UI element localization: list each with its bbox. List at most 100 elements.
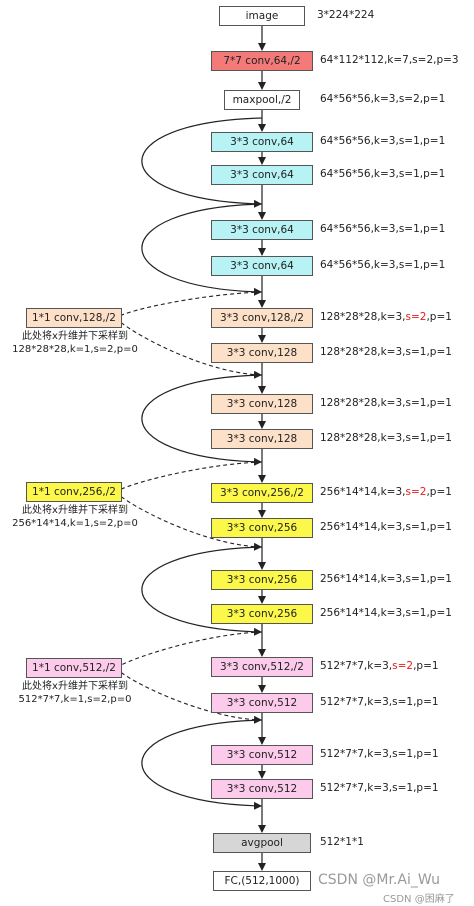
layer-spec-tail: ,p=1 [426, 311, 452, 323]
layer-spec: 256*14*14,k=3,s=1,p=1 [320, 607, 452, 619]
layer-spec: 512*7*7,k=3,s=2,p=1 [320, 660, 439, 672]
layer-spec-text: 256*14*14,k=3,s=1,p=1 [320, 607, 452, 619]
layer-spec-text: 64*56*56,k=3,s=1,p=1 [320, 135, 446, 147]
layer-label: 3*3 conv,64 [230, 169, 294, 181]
layer-label: 3*3 conv,512 [226, 749, 298, 761]
layer-spec-text: 64*56*56,k=3,s=1,p=1 [320, 168, 446, 180]
layer-spec-text: 512*7*7,k=3,s=1,p=1 [320, 696, 439, 708]
shortcut-conv-box: 1*1 conv,256,/2 [26, 482, 122, 502]
layer-spec: 512*1*1 [320, 836, 364, 848]
layer-label: avgpool [241, 837, 283, 849]
shortcut-note-line2: 512*7*7,k=1,s=2,p=0 [18, 694, 132, 705]
image-input-box: image [219, 6, 305, 26]
layer-spec: 128*28*28,k=3,s=1,p=1 [320, 432, 452, 444]
layer-spec-tail: ,p=1 [413, 660, 439, 672]
identity-shortcut-curve [141, 203, 263, 296]
layer-label: image [245, 10, 279, 22]
layer-spec: 512*7*7,k=3,s=1,p=1 [320, 696, 439, 708]
layer-box: avgpool [213, 833, 311, 853]
layer-label: 3*3 conv,256 [226, 608, 298, 620]
layer-spec: 128*28*28,k=3,s=1,p=1 [320, 346, 452, 358]
layer-label: 7*7 conv,64,/2 [223, 55, 301, 67]
layer-label: 3*3 conv,64 [230, 260, 294, 272]
layer-label: 3*3 conv,128 [226, 433, 298, 445]
layer-box: 3*3 conv,256 [211, 604, 313, 624]
shortcut-note: 此处将x升维并下采样到 512*7*7,k=1,s=2,p=0 [8, 680, 142, 706]
layer-spec: 256*14*14,k=3,s=2,p=1 [320, 486, 452, 498]
layer-spec: 256*14*14,k=3,s=1,p=1 [320, 573, 452, 585]
identity-shortcut-curve [141, 546, 263, 636]
layer-spec-text: 256*14*14,k=3, [320, 486, 406, 498]
layer-box: 3*3 conv,64 [211, 220, 313, 240]
layer-box: 3*3 conv,512 [211, 745, 313, 765]
connections [115, 26, 266, 871]
layer-box: 3*3 conv,256 [211, 518, 313, 538]
layer-spec-text: 512*7*7,k=3,s=1,p=1 [320, 782, 439, 794]
layer-label: maxpool,/2 [232, 94, 292, 106]
layer-box: 7*7 conv,64,/2 [211, 51, 313, 71]
layer-spec-tail: ,p=1 [426, 486, 452, 498]
layer-spec-text: 64*112*112,k=7,s=2,p=3 [320, 54, 459, 66]
layer-spec-text: 64*56*56,k=3,s=1,p=1 [320, 259, 446, 271]
layer-box: maxpool,/2 [224, 90, 300, 110]
layer-spec-text: 256*14*14,k=3,s=1,p=1 [320, 573, 452, 585]
identity-shortcut-curve [141, 719, 263, 810]
downsample-shortcut-curve [115, 491, 262, 551]
layer-spec-text: 512*1*1 [320, 836, 364, 848]
fc-layer-box: FC,(512,1000) [213, 871, 311, 891]
stride-highlight: s=2 [405, 486, 427, 498]
layer-box: 3*3 conv,512 [211, 693, 313, 713]
layer-label: 3*3 conv,256 [226, 574, 298, 586]
layer-spec: 3*224*224 [317, 9, 374, 21]
shortcut-note-line2: 128*28*28,k=1,s=2,p=0 [12, 344, 138, 355]
layer-spec-text: 128*28*28,k=3,s=1,p=1 [320, 346, 452, 358]
downsample-shortcut-curve [115, 667, 262, 724]
layer-label: 3*3 conv,128,/2 [220, 312, 304, 324]
layer-box: 3*3 conv,128 [211, 343, 313, 363]
identity-shortcut-curve [141, 374, 263, 466]
layer-spec-text: 3*224*224 [317, 9, 375, 21]
layer-box: 3*3 conv,128 [211, 394, 313, 414]
layer-spec-text: 256*14*14,k=3,s=1,p=1 [320, 521, 452, 533]
layer-spec-text: 64*56*56,k=3,s=1,p=1 [320, 223, 446, 235]
layer-box: 3*3 conv,64 [211, 165, 313, 185]
layer-spec: 64*56*56,k=3,s=1,p=1 [320, 135, 445, 147]
layer-label: 3*3 conv,128 [226, 398, 298, 410]
layer-spec: 64*56*56,k=3,s=1,p=1 [320, 259, 445, 271]
layer-label: 3*3 conv,512 [226, 697, 298, 709]
layer-label: 3*3 conv,512,/2 [220, 661, 304, 673]
layer-spec: 64*56*56,k=3,s=2,p=1 [320, 93, 445, 105]
layer-box: 3*3 conv,512 [211, 779, 313, 799]
layer-box: 3*3 conv,128,/2 [211, 308, 313, 328]
layer-label: 3*3 conv,128 [226, 347, 298, 359]
downsample-shortcut-curve [115, 461, 263, 493]
layer-box: 3*3 conv,256 [211, 570, 313, 590]
layer-box: 3*3 conv,64 [211, 256, 313, 276]
watermark-small: CSDN @困麻了 [383, 894, 455, 905]
shortcut-label: 1*1 conv,128,/2 [32, 312, 116, 324]
layer-box: 3*3 conv,256,/2 [211, 483, 313, 503]
shortcut-label: 1*1 conv,512,/2 [32, 662, 116, 674]
watermark-main: CSDN @Mr.Ai_Wu [318, 872, 441, 888]
stride-highlight: s=2 [392, 660, 414, 672]
layer-spec: 64*56*56,k=3,s=1,p=1 [320, 168, 445, 180]
stride-highlight: s=2 [405, 311, 427, 323]
layer-spec-text: 128*28*28,k=3, [320, 311, 406, 323]
identity-shortcut-curve [141, 117, 263, 208]
layer-spec: 512*7*7,k=3,s=1,p=1 [320, 782, 439, 794]
layer-label: FC,(512,1000) [224, 875, 300, 887]
layer-spec: 128*28*28,k=3,s=2,p=1 [320, 311, 452, 323]
layer-spec-text: 64*56*56,k=3,s=2,p=1 [320, 93, 446, 105]
layer-spec: 512*7*7,k=3,s=1,p=1 [320, 748, 439, 760]
layer-label: 3*3 conv,256 [226, 522, 298, 534]
shortcut-note-line1: 此处将x升维并下采样到 [22, 681, 128, 692]
layer-box: 3*3 conv,512,/2 [211, 657, 313, 677]
downsample-shortcut-curve [115, 631, 263, 669]
shortcut-note-line2: 256*14*14,k=1,s=2,p=0 [12, 518, 138, 529]
layer-label: 3*3 conv,64 [230, 136, 294, 148]
shortcut-conv-box: 1*1 conv,512,/2 [26, 658, 122, 678]
shortcut-label: 1*1 conv,256,/2 [32, 486, 116, 498]
